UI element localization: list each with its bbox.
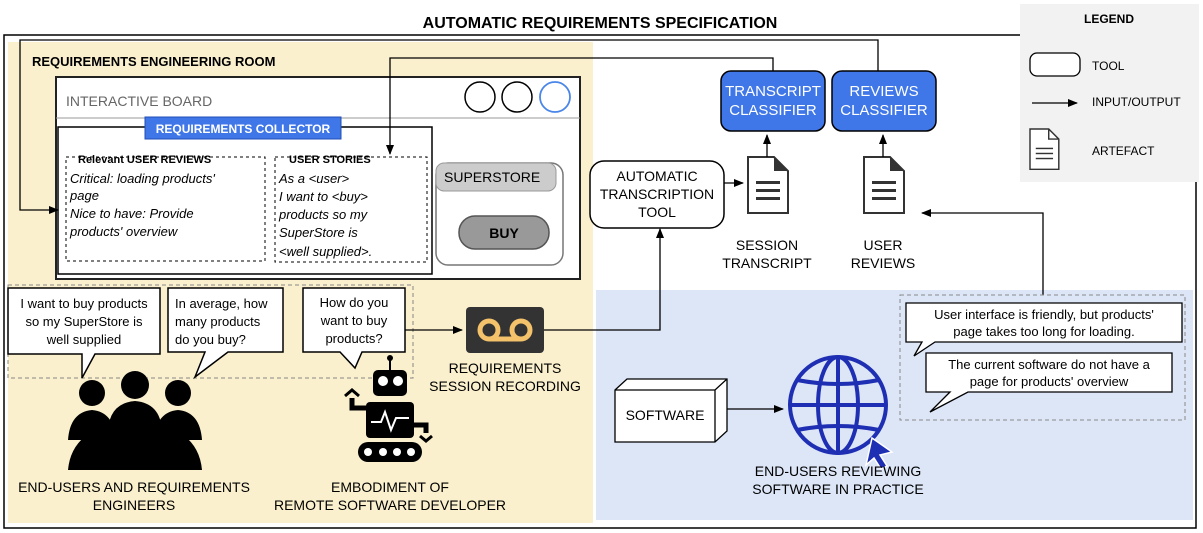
story-line: As a <user> [278,171,350,186]
recording-label: SESSION RECORDING [429,378,581,394]
legend-doc-icon [1029,128,1060,171]
robot-label: REMOTE SOFTWARE DEVELOPER [274,497,506,513]
buy-button[interactable] [458,215,550,250]
svg-text:The current software do not ha: The current software do not have a [948,357,1150,372]
board-label: INTERACTIVE BOARD [66,93,212,109]
svg-text:want to buy: want to buy [320,313,388,328]
arrow-practice-to-user-reviews [921,209,1044,295]
transcription-tool: AUTOMATIC TRANSCRIPTION TOOL [589,160,725,229]
user-reviews-label: USER [864,237,903,253]
user-speech-bubble: I want to buy products so my SuperStore … [7,287,161,379]
board-window-button[interactable] [464,81,496,113]
robot-label: EMBODIMENT OF [331,479,449,495]
buy-button-label: BUY [489,225,519,241]
board-window-button[interactable] [539,81,571,113]
session-transcript-label: SESSION [736,237,798,253]
svg-text:How do you: How do you [320,295,389,310]
svg-text:well supplied: well supplied [46,332,121,347]
review-line: Nice to have: Provide [70,206,194,221]
review-line: products' overview [69,224,179,239]
review-speech-bubble: The current software do not have a page … [925,352,1173,413]
story-line: SuperStore is [279,225,358,240]
reviews-box [65,156,266,262]
stories-box [274,156,428,263]
board-window-button[interactable] [501,81,533,113]
svg-text:REVIEWS: REVIEWS [849,83,918,100]
arrow-classifier-to-stories [386,57,774,155]
arrow-recording-to-transcription [544,228,664,331]
svg-text:I want to buy products: I want to buy products [20,296,148,311]
engineer-speech-bubble: In average, how many products do you buy… [167,287,284,380]
people-label: END-USERS AND REQUIREMENTS [18,479,250,495]
svg-text:In average, how: In average, how [175,296,268,311]
svg-text:do you buy?: do you buy? [175,332,246,347]
svg-text:AUTOMATIC: AUTOMATIC [616,168,697,184]
outer-frame [3,34,1197,529]
svg-text:so my SuperStore is: so my SuperStore is [25,314,143,329]
svg-text:CLASSIFIER: CLASSIFIER [729,102,817,119]
svg-text:TRANSCRIPT: TRANSCRIPT [725,83,821,100]
robot-speech-bubble: How do you want to buy products? [302,287,406,370]
svg-text:TOOL: TOOL [638,204,676,220]
user-reviews-label: REVIEWS [851,255,916,271]
requirements-collector: REQUIREMENTS COLLECTOR Relevant USER REV… [57,116,433,275]
svg-text:many products: many products [175,314,261,329]
legend: LEGEND TOOL INPUT/OUTPUT ARTEFACT [1020,4,1199,182]
practice-label: END-USERS REVIEWING [755,463,921,479]
conversation-region [7,284,414,379]
people-icon [68,371,202,470]
review-speech-bubble: User interface is friendly, but products… [905,302,1183,357]
superstore-widget: SUPERSTORE BUY [435,162,564,266]
review-line: page [69,188,99,203]
robot-icon [344,355,433,462]
story-line: I want to <buy> [279,189,368,204]
transcript-classifier: TRANSCRIPT CLASSIFIER [720,70,826,132]
reviews-region [899,294,1186,421]
svg-text:CLASSIFIER: CLASSIFIER [840,102,928,119]
software-box: SOFTWARE [614,378,728,443]
svg-text:SOFTWARE: SOFTWARE [626,407,705,423]
svg-text:page takes too long for loadin: page takes too long for loading. [953,324,1134,339]
reviews-classifier: REVIEWS CLASSIFIER [831,70,937,132]
legend-item: TOOL [1092,59,1125,73]
story-line: <well supplied>. [279,244,372,259]
user-reviews-doc-icon [863,156,905,214]
legend-title: LEGEND [1084,12,1134,26]
svg-text:TRANSCRIPTION: TRANSCRIPTION [600,186,714,202]
stories-title: USER STORIES [289,154,371,166]
svg-text:products?: products? [325,331,382,346]
room-title: REQUIREMENTS ENGINEERING ROOM [32,54,275,69]
session-transcript-doc-icon [747,156,789,214]
legend-tool-swatch [1029,52,1081,77]
voicemail-icon [466,307,544,353]
review-line: Critical: loading products' [70,171,215,186]
globe-icon [788,355,894,470]
legend-item: INPUT/OUTPUT [1092,95,1181,109]
svg-text:page for products' overview: page for products' overview [970,374,1129,389]
svg-text:User interface is friendly, bu: User interface is friendly, but products… [934,307,1154,322]
practice-label: SOFTWARE IN PRACTICE [752,481,923,497]
arrow-classifier-to-reviews [19,39,879,214]
people-label: ENGINEERS [93,497,175,513]
collector-label: REQUIREMENTS COLLECTOR [156,122,331,136]
recording-label: REQUIREMENTS [449,360,562,376]
diagram-title: AUTOMATIC REQUIREMENTS SPECIFICATION [423,15,778,32]
legend-item: ARTEFACT [1092,144,1155,158]
story-line: products so my [278,207,369,222]
reviews-title: Relevant USER REVIEWS [78,154,211,166]
session-transcript-label: TRANSCRIPT [722,255,812,271]
superstore-label: SUPERSTORE [444,169,540,185]
